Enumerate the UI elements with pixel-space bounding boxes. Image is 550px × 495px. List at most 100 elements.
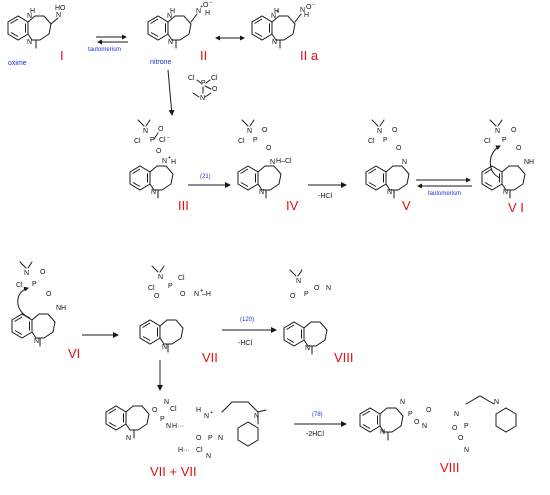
svg-text:HO: HO (55, 5, 66, 12)
svg-text:O: O (266, 145, 272, 152)
svg-text:N: N (200, 95, 205, 102)
label-IV: IV (286, 198, 299, 213)
structure-VII-dimer: O P Cl N N H··· H··· N H N + O P Cl N N … (105, 399, 267, 460)
svg-text:O: O (426, 407, 432, 414)
svg-text:N: N (271, 13, 276, 20)
svg-text:Cl: Cl (178, 275, 185, 282)
svg-text:P: P (208, 435, 213, 442)
svg-text:H: H (30, 8, 35, 15)
svg-text:P: P (160, 416, 165, 423)
svg-text:N: N (305, 345, 310, 352)
svg-text:O: O (396, 145, 402, 152)
svg-text:H: H (205, 10, 210, 17)
svg-text:P: P (168, 283, 173, 290)
svg-text:N: N (464, 447, 469, 454)
svg-text:N: N (254, 413, 259, 420)
svg-text:Cl: Cl (238, 138, 245, 145)
svg-text:NH: NH (56, 305, 66, 312)
svg-text:O: O (516, 145, 522, 152)
svg-text:Cl: Cl (368, 138, 375, 145)
label-VIII-middle: VIII (334, 350, 354, 365)
svg-text:N: N (454, 411, 459, 418)
svg-text:O: O (154, 293, 160, 300)
ref-21-label: (21) (200, 174, 211, 180)
svg-text:O: O (452, 425, 458, 432)
svg-text:O: O (392, 127, 398, 134)
svg-text:N: N (158, 274, 163, 281)
svg-text:N: N (27, 13, 32, 20)
svg-text:N: N (27, 39, 32, 46)
reagent-phosphoramidic-dichloride: Cl P Cl O N (188, 75, 218, 102)
label-IIa: II a (300, 48, 319, 63)
svg-text:N: N (380, 429, 385, 436)
label-VII-plus-VII: VII + VII (150, 464, 197, 479)
svg-text:O: O (290, 293, 296, 300)
svg-text:N: N (167, 13, 172, 20)
label-VI: VI (68, 346, 80, 361)
svg-text:O: O (46, 291, 52, 298)
svg-text:N: N (34, 338, 39, 345)
structure-VIII-bottom: N P O O N N N N O P O N (359, 395, 517, 454)
svg-text:O: O (158, 126, 164, 133)
label-VI-top: V I (508, 200, 524, 215)
svg-text:N: N (151, 189, 156, 196)
svg-text:N: N (204, 413, 209, 420)
svg-text:P: P (383, 137, 388, 144)
svg-text:P: P (464, 423, 469, 430)
svg-text:–H: –H (202, 291, 211, 298)
svg-text:+: + (210, 410, 213, 416)
svg-text:Cl: Cl (170, 406, 177, 413)
svg-text:Cl: Cl (16, 282, 23, 289)
svg-text:N: N (162, 344, 167, 351)
svg-text:N: N (247, 128, 252, 135)
svg-text:P: P (502, 137, 507, 144)
svg-text:N: N (194, 291, 199, 298)
ref-78-label: (78) (312, 412, 323, 418)
equilibrium-arrow-2 (416, 177, 472, 189)
label-V: V (402, 198, 411, 213)
svg-text:O: O (180, 291, 186, 298)
ref-120-label: (120) (240, 317, 254, 323)
svg-text:N: N (495, 128, 500, 135)
tautomerism-label-right: tautomerism (428, 191, 461, 197)
equilibrium-arrow-1 (96, 34, 128, 45)
label-I: I (60, 48, 64, 63)
svg-text:N: N (503, 189, 508, 196)
svg-text:N: N (166, 423, 171, 430)
svg-text:+: + (200, 288, 203, 294)
svg-text:−: − (312, 2, 315, 8)
svg-text:+: + (276, 9, 279, 15)
svg-text:O: O (212, 86, 218, 93)
svg-text:P: P (150, 137, 155, 144)
svg-text:Cl: Cl (196, 447, 203, 454)
svg-text:N: N (206, 453, 211, 460)
svg-text:N: N (400, 399, 405, 406)
svg-text:O: O (414, 419, 420, 426)
svg-text:Cl: Cl (148, 285, 155, 292)
svg-text:O: O (40, 269, 46, 276)
svg-text:H: H (170, 8, 175, 15)
svg-text:N: N (377, 128, 382, 135)
svg-text:N: N (24, 270, 29, 277)
structure-VIII-middle: N O P O N N (283, 269, 331, 355)
svg-text:H: H (196, 407, 201, 414)
svg-text:O: O (314, 285, 320, 292)
svg-text:Cl: Cl (159, 137, 166, 144)
svg-text:N: N (196, 8, 201, 15)
svg-text:O: O (262, 127, 268, 134)
tautomerism-label-top: tautomerism (88, 47, 121, 53)
svg-text:N: N (126, 435, 131, 442)
svg-text:N: N (56, 12, 61, 19)
svg-text:N: N (272, 39, 277, 46)
svg-text:P: P (408, 411, 413, 418)
structure-IIa: H N + N O − H N (251, 2, 315, 49)
label-VIII-bottom: VIII (440, 460, 460, 475)
svg-text:Cl: Cl (211, 75, 218, 82)
label-II: II (200, 48, 207, 63)
svg-text:N: N (494, 399, 499, 406)
svg-text:Cl: Cl (134, 138, 141, 145)
svg-text:P: P (304, 291, 309, 298)
structure-IV: N Cl P O O N H–Cl N (237, 119, 292, 199)
svg-text:N: N (218, 435, 223, 442)
svg-text:+: + (168, 155, 171, 161)
